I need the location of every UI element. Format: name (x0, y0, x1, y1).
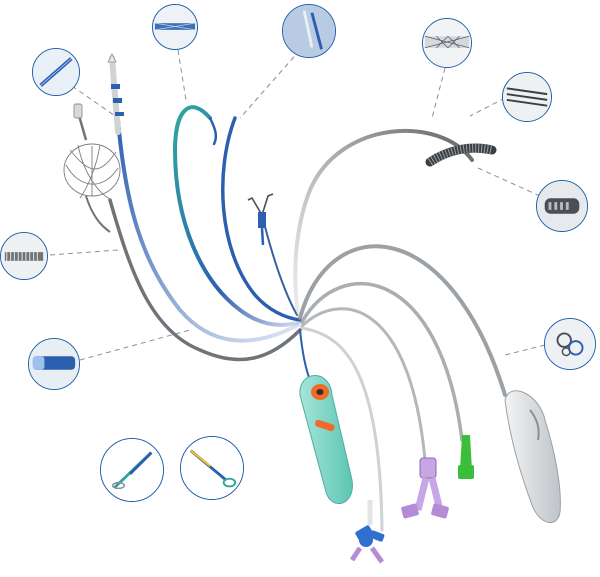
callout-mesh-sheath (422, 18, 472, 68)
callout-coil-tip (536, 180, 588, 232)
callout-braided-shaft (152, 4, 198, 50)
spring-catheter-shaft (293, 128, 474, 317)
callout-basket-device (180, 436, 244, 500)
needle-tip-icon (283, 5, 335, 57)
stopcock (349, 500, 385, 564)
forceps-jaws (247, 193, 274, 246)
blue-tip-icon (29, 339, 79, 389)
teal-shaft (172, 105, 302, 327)
leader-lines (49, 49, 546, 361)
gray-shaft (108, 198, 302, 362)
parallel-wires-icon (503, 73, 551, 121)
leader-line (239, 49, 301, 119)
gray-arc-4 (300, 326, 384, 532)
teal-shaft-tip (208, 116, 218, 146)
leader-line (79, 329, 191, 361)
gray-arc-1 (298, 244, 507, 397)
basket-device-icon (181, 437, 243, 499)
lumen-cross-section-icon (545, 319, 595, 369)
gray-handle (504, 390, 561, 523)
leader-line (504, 344, 546, 356)
callout-snare-loop (100, 438, 164, 502)
callout-blue-tip (28, 338, 80, 390)
leader-line (469, 97, 506, 117)
mint-handle (299, 375, 353, 504)
callout-lumen-cross-section (544, 318, 596, 370)
spring-section-icon (1, 233, 47, 279)
callout-needle-tip (282, 4, 336, 58)
wire-tip-icon (33, 49, 79, 95)
leader-line (71, 85, 119, 119)
spring-coil-end (425, 143, 497, 167)
mesh-sheath-icon (423, 19, 471, 67)
gray-arc-3 (300, 307, 427, 462)
leader-line (49, 249, 119, 256)
leader-line (177, 49, 187, 101)
leader-line (431, 67, 446, 119)
callout-spring-section (0, 232, 48, 280)
gray-arc-2 (300, 281, 464, 442)
introducer-tube (107, 52, 124, 135)
y-connector (401, 457, 449, 519)
blue-shaft (116, 118, 300, 343)
braided-shaft-icon (153, 5, 197, 49)
coil-tip-icon (537, 181, 587, 231)
green-cap (458, 435, 474, 479)
basket-device (63, 103, 121, 233)
leader-line (477, 167, 541, 197)
callout-parallel-wires (502, 72, 552, 122)
snare-loop-icon (101, 439, 163, 501)
callout-guidewire-tip (32, 48, 80, 96)
needle-shaft (221, 116, 302, 322)
